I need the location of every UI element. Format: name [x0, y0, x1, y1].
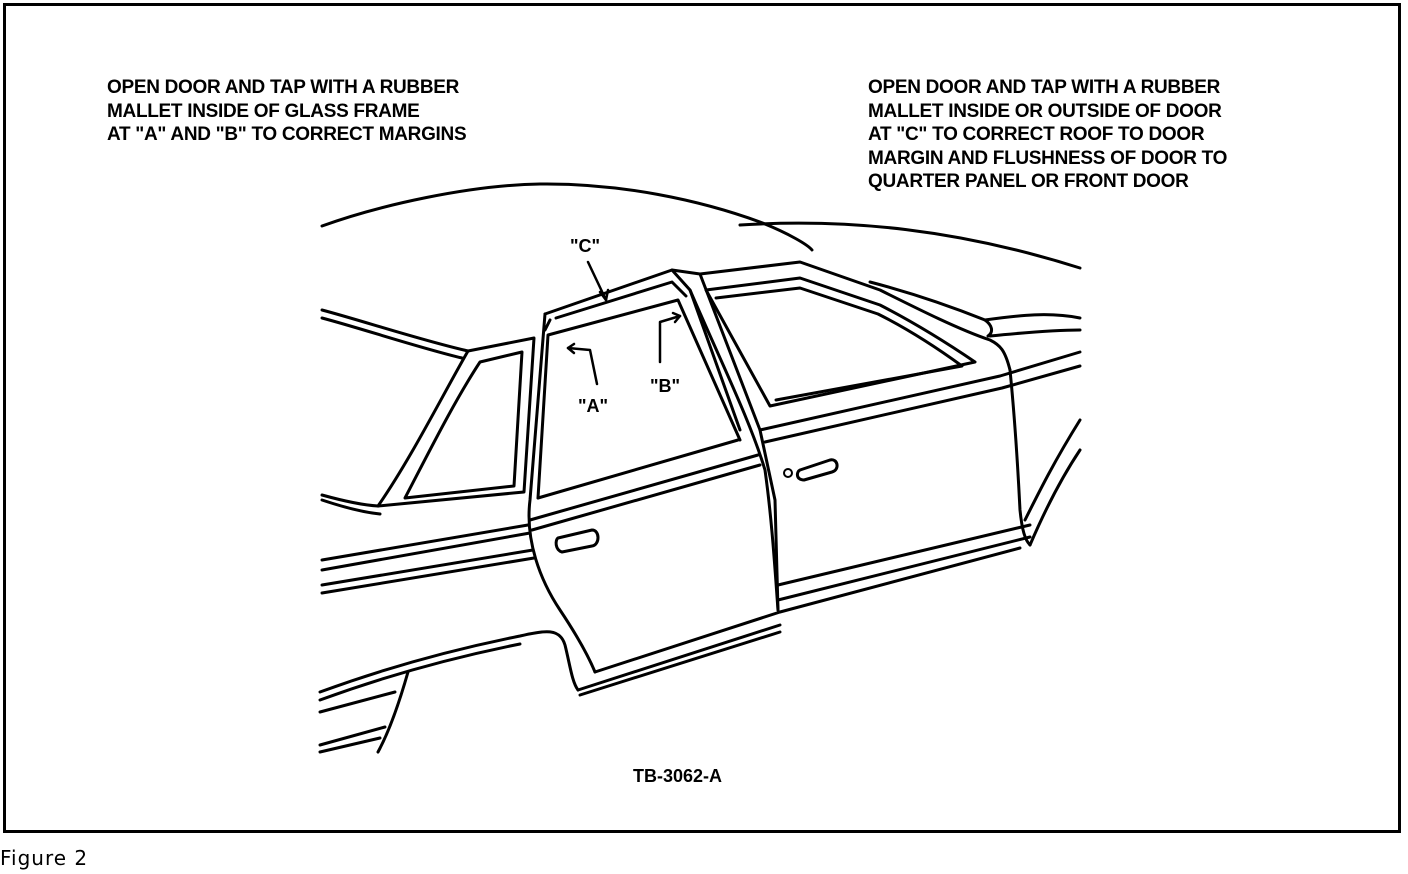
figure-frame: [3, 3, 1401, 833]
drawing-id: TB-3062-A: [633, 766, 722, 786]
callout-leaders: [566, 260, 682, 386]
callout-c: "C": [570, 236, 600, 256]
roof-outline: [320, 182, 1082, 360]
callout-b: "B": [650, 376, 680, 396]
right-note-line-1: OPEN DOOR AND TAP WITH A RUBBER: [868, 77, 1221, 98]
left-note-line-2: MALLET INSIDE OF GLASS FRAME: [107, 100, 420, 122]
rear-quarter-window: [320, 336, 536, 516]
right-instruction-note: OPEN DOOR AND TAP WITH A RUBBER MALLET I…: [868, 76, 1227, 194]
left-note-line-1: OPEN DOOR AND TAP WITH A RUBBER: [107, 77, 460, 98]
left-instruction-note: OPEN DOOR AND TAP WITH A RUBBER MALLET I…: [107, 76, 467, 147]
left-note-line-3: AT "A" AND "B" TO CORRECT MARGINS: [107, 124, 467, 145]
front-door: [698, 260, 1082, 614]
right-note-line-5: QUARTER PANEL OR FRONT DOOR: [868, 171, 1189, 192]
figure-caption: Figure 2: [0, 846, 89, 870]
callout-a: "A": [578, 396, 608, 416]
rear-door: [527, 268, 782, 697]
front-fender: [868, 280, 1082, 547]
right-note-line-2: MALLET INSIDE OR OUTSIDE OF DOOR: [868, 100, 1222, 122]
right-note-line-3: AT "C" TO CORRECT ROOF TO DOOR: [868, 124, 1205, 145]
rear-body-side: [318, 523, 580, 754]
right-note-line-4: MARGIN AND FLUSHNESS OF DOOR TO: [868, 147, 1228, 169]
